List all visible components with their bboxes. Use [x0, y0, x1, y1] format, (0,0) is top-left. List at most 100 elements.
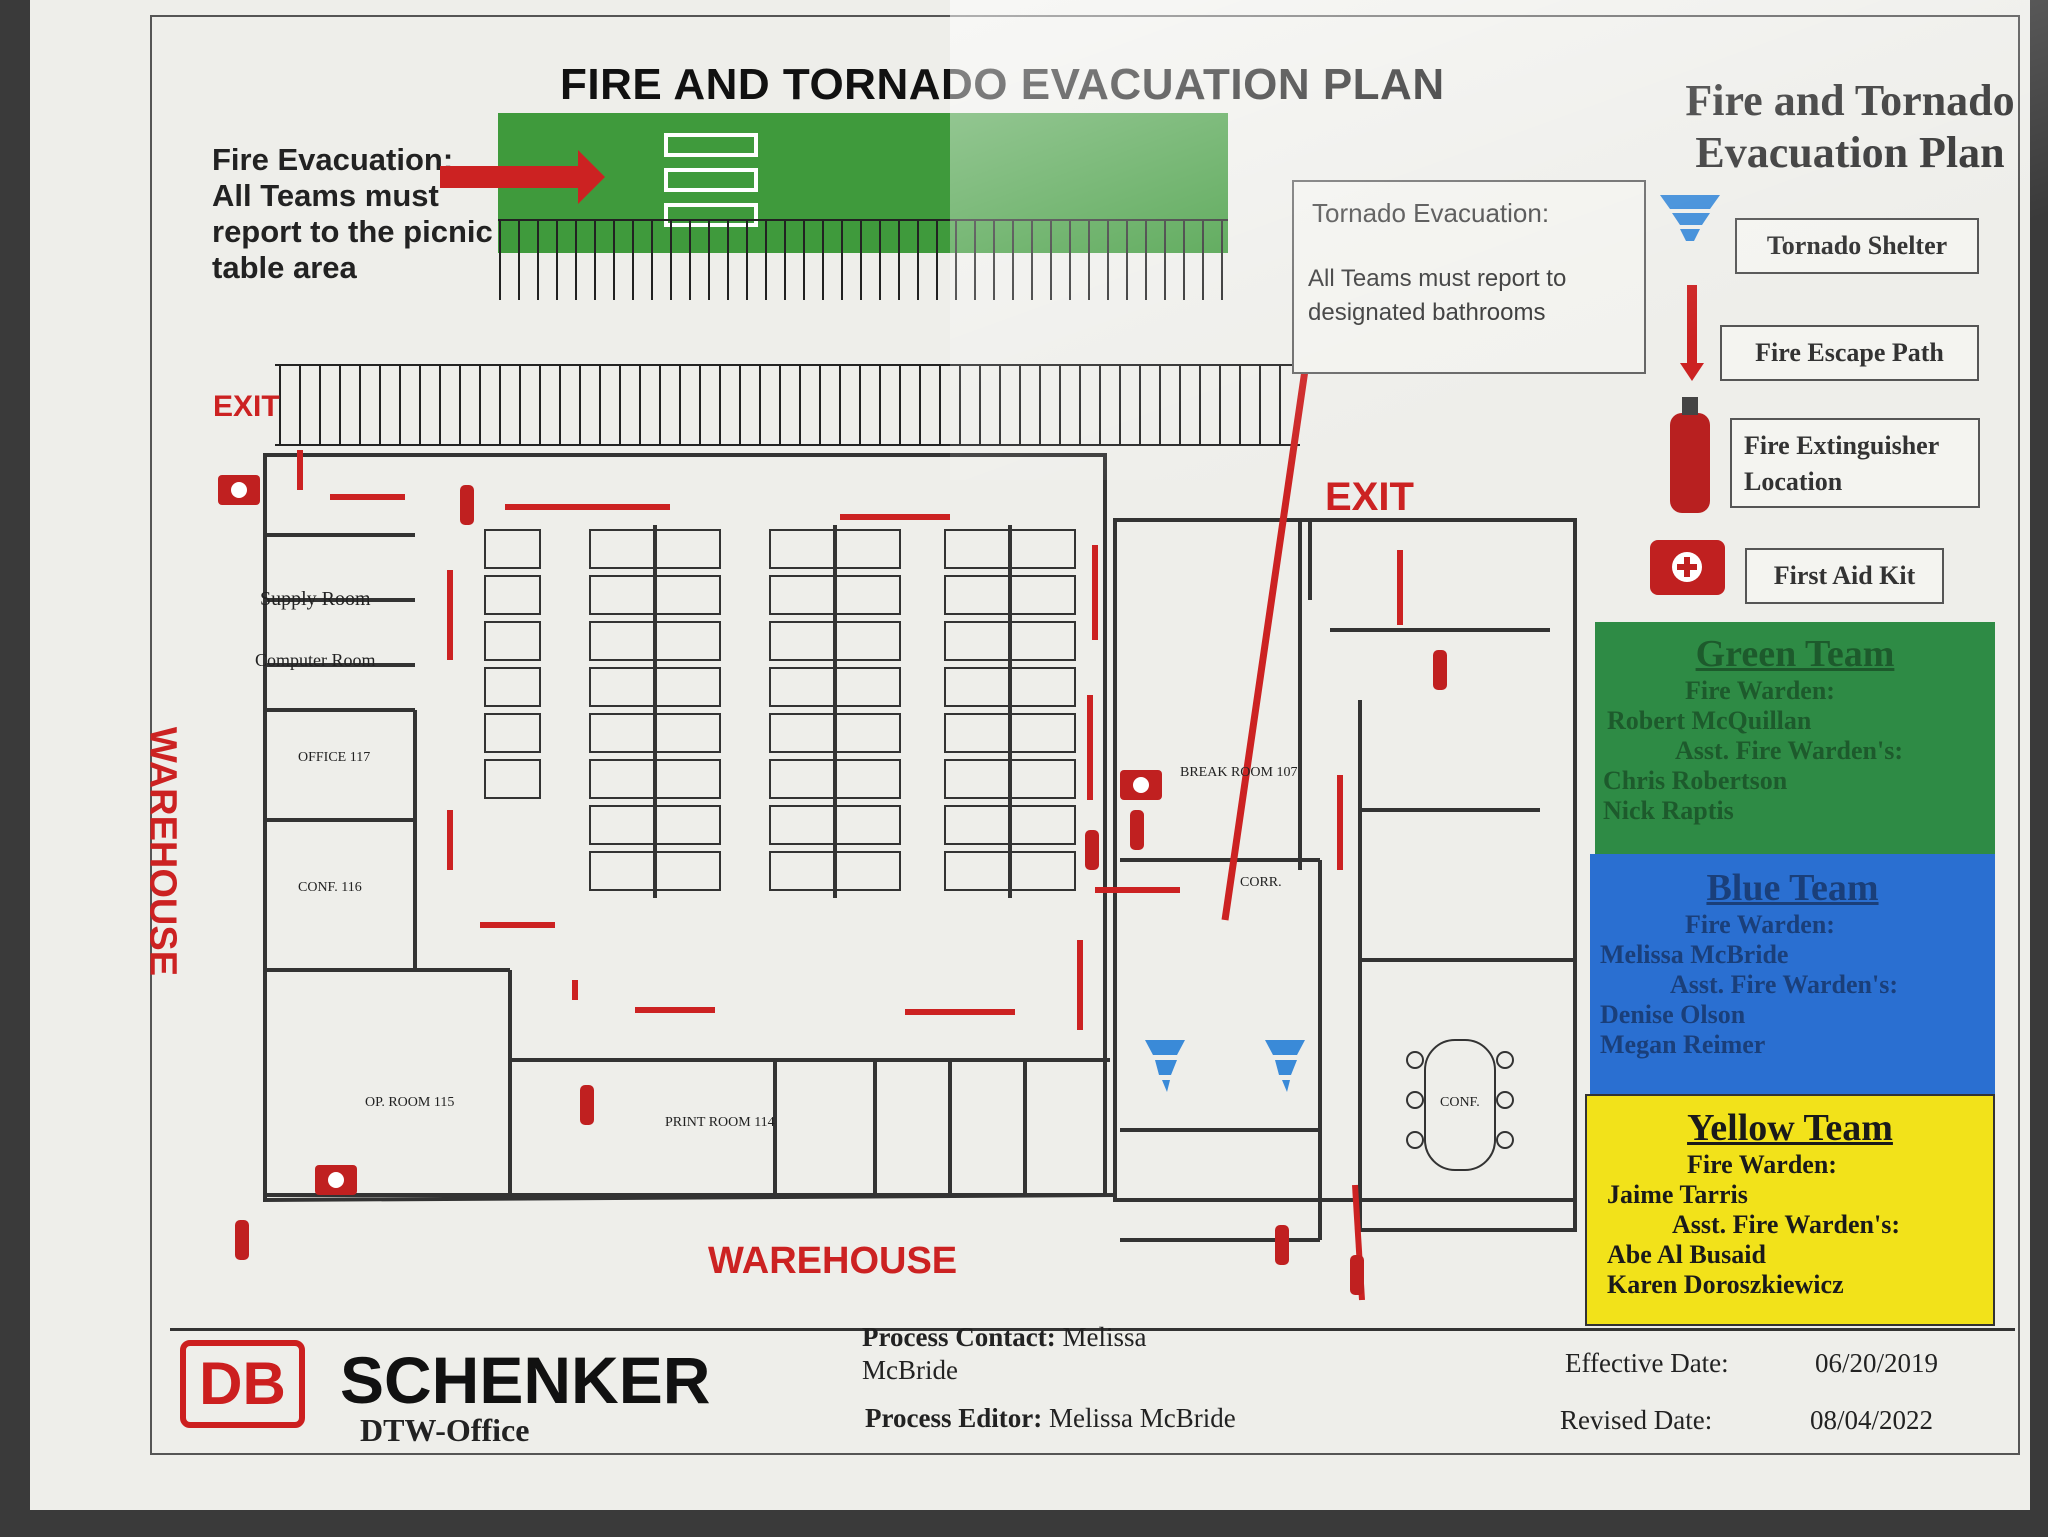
cubicle-workstations: [484, 525, 1076, 898]
cubicle: [834, 621, 901, 661]
cubicle: [944, 667, 1011, 707]
tornado-icon: [1660, 195, 1720, 241]
floor-plan-drawing: [218, 113, 1577, 1301]
cubicle: [834, 851, 901, 891]
cubicle: [484, 713, 541, 753]
cubicle: [769, 529, 836, 569]
revised-date-label: Revised Date:: [1560, 1405, 1713, 1435]
process-editor: Process Editor: Melissa McBride: [865, 1403, 1236, 1434]
fire-escape-arrows: [297, 450, 1403, 1301]
cubicle: [1009, 851, 1076, 891]
legend-fire-extinguisher-label: Fire Extinguisher Location: [1744, 431, 1939, 496]
parking-stripes-middle: [275, 364, 1300, 446]
effective-date-label: Effective Date:: [1565, 1348, 1729, 1378]
evacuation-sheet: FIRE AND TORNADO EVACUATION PLAN Fire Ev…: [30, 0, 2030, 1510]
yellow-team-asst-1: Abe Al Busaid: [1607, 1240, 1766, 1269]
tornado-note-text: All Teams must report to designated bath…: [1308, 265, 1567, 326]
legend-fire-escape-path: Fire Escape Path: [1720, 325, 1979, 381]
cubicle: [589, 667, 656, 707]
blue-team-warden-label: Fire Warden:: [1685, 910, 1835, 939]
yellow-team-warden-label: Fire Warden:: [1687, 1150, 1837, 1179]
yellow-team-asst-2: Karen Doroszkiewicz: [1607, 1270, 1844, 1299]
legend-tornado-shelter-label: Tornado Shelter: [1766, 231, 1948, 260]
blue-team-asst-2: Megan Reimer: [1600, 1030, 1766, 1059]
cubicle: [769, 713, 836, 753]
cubicle: [834, 759, 901, 799]
cubicle: [1009, 805, 1076, 845]
cubicle: [944, 621, 1011, 661]
cubicle: [589, 621, 656, 661]
cubicle: [484, 575, 541, 615]
yellow-team-panel: Yellow Team Fire Warden: Jaime Tarris As…: [1585, 1094, 1995, 1326]
cubicle: [1009, 713, 1076, 753]
legend-first-aid-kit: First Aid Kit: [1745, 548, 1944, 604]
blue-team-panel: Blue Team Fire Warden: Melissa McBride A…: [1590, 854, 1995, 1094]
break-room-label: BREAK ROOM 107: [1180, 765, 1298, 780]
fire-evacuation-arrow: [440, 150, 605, 204]
first-aid-kit-icon: [218, 475, 1162, 1195]
tornado-path-line: [1221, 369, 1309, 921]
cubicle: [654, 851, 721, 891]
cubicle: [654, 759, 721, 799]
picnic-tables-icon: [664, 133, 758, 227]
cubicle: [589, 529, 656, 569]
yellow-team-name: Yellow Team: [1687, 1107, 1893, 1149]
site-name: DTW-Office: [360, 1412, 530, 1448]
exit-label-right: EXIT: [1325, 475, 1414, 519]
process-editor-label: Process Editor:: [865, 1403, 1043, 1433]
footer-bar: [170, 1328, 2015, 1456]
cubicle: [944, 575, 1011, 615]
tornado-evacuation-note: Tornado Evacuation: All Teams must repor…: [1292, 180, 1646, 374]
legend-fire-extinguisher: Fire Extinguisher Location: [1730, 418, 1980, 508]
op-room-label: OP. ROOM 115: [365, 1095, 455, 1110]
tornado-note-title: Tornado Evacuation:: [1312, 198, 1550, 228]
blue-team-asst-1: Denise Olson: [1600, 1000, 1746, 1029]
process-editor-value: Melissa McBride: [1048, 1403, 1236, 1433]
cubicle: [589, 575, 656, 615]
cubicle: [769, 575, 836, 615]
yellow-team-warden: Jaime Tarris: [1607, 1180, 1748, 1209]
revised-date-value: 08/04/2022: [1810, 1405, 1934, 1435]
legend-fire-escape-path-label: Fire Escape Path: [1755, 338, 1944, 367]
cubicle: [589, 759, 656, 799]
fire-note-line: report to the picnic: [212, 214, 493, 249]
legend-first-aid-kit-label: First Aid Kit: [1773, 561, 1916, 590]
conference-room-label: CONF.: [1440, 1095, 1480, 1110]
cubicle: [834, 667, 901, 707]
green-team-name: Green Team: [1695, 633, 1895, 675]
conf-116-label: CONF. 116: [298, 880, 362, 895]
cubicle: [1009, 759, 1076, 799]
cubicle: [944, 851, 1011, 891]
blue-team-warden: Melissa McBride: [1600, 940, 1789, 969]
process-contact-line-2: McBride: [862, 1355, 958, 1385]
cubicle: [944, 805, 1011, 845]
warehouse-label-left: WAREHOUSE: [141, 726, 184, 977]
conference-table-icon: [1406, 1039, 1514, 1171]
computer-room-label: Computer Room: [255, 650, 376, 670]
legend-tornado-shelter: Tornado Shelter: [1735, 218, 1979, 274]
fire-note-line: Fire Evacuation:: [212, 142, 454, 177]
green-team-asst-2: Nick Raptis: [1603, 796, 1734, 825]
legend-title: Fire and Tornado Evacuation Plan: [1685, 76, 2015, 177]
cubicle: [769, 805, 836, 845]
cubicle: [654, 805, 721, 845]
cubicle: [1009, 621, 1076, 661]
office-label: OFFICE 117: [298, 750, 371, 765]
fire-note-line: table area: [212, 250, 357, 285]
cubicle: [944, 529, 1011, 569]
cubicle: [834, 713, 901, 753]
cubicle: [654, 713, 721, 753]
green-team-warden: Robert McQuillan: [1607, 706, 1812, 735]
cubicle: [1009, 529, 1076, 569]
company-name: SCHENKER: [340, 1343, 711, 1417]
fire-evacuation-note: Fire Evacuation: All Teams must report t…: [212, 142, 493, 286]
cubicle: [944, 713, 1011, 753]
legend-icons: [1650, 195, 1725, 595]
cubicle: [589, 805, 656, 845]
green-team-asst-1: Chris Robertson: [1603, 766, 1788, 795]
cubicle: [589, 851, 656, 891]
fire-extinguisher-legend-icon: [1670, 397, 1710, 513]
cubicle: [654, 621, 721, 661]
cubicle: [769, 621, 836, 661]
fire-note-line: All Teams must: [212, 178, 439, 213]
